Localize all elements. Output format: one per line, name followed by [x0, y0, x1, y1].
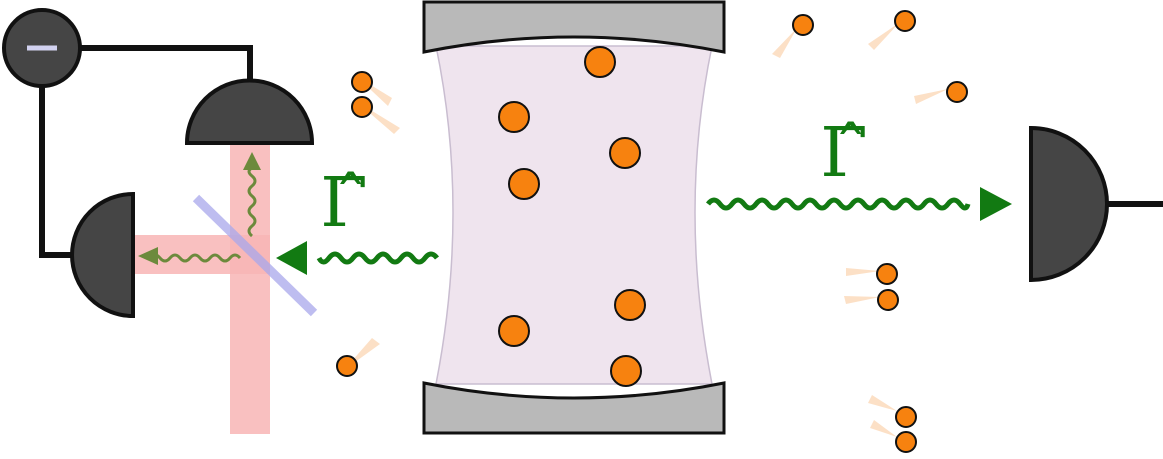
- atom: [351, 96, 373, 118]
- atom: [609, 137, 641, 169]
- atom: [946, 81, 968, 103]
- circuit-wires: [39, 45, 1163, 258]
- flying-atoms: [336, 10, 968, 453]
- atom: [894, 10, 916, 32]
- homodyne-photons: [138, 152, 261, 265]
- right-photon-wave: [706, 197, 971, 211]
- atom: [610, 355, 642, 387]
- atom-trail: [868, 395, 897, 411]
- atom: [877, 289, 899, 311]
- upward-photon: [247, 166, 257, 238]
- top-mirror: [422, 0, 726, 54]
- atom-trail: [846, 268, 880, 276]
- atom-trail: [870, 420, 897, 437]
- laser-beams: [133, 138, 270, 434]
- left-arrowhead-icon: [276, 241, 307, 275]
- atom: [792, 14, 814, 36]
- atom: [351, 71, 373, 93]
- atom: [895, 406, 917, 428]
- left-detector-icon: [70, 191, 135, 319]
- atom: [895, 431, 917, 453]
- atom: [336, 355, 358, 377]
- atom: [614, 289, 646, 321]
- atom-trail: [914, 89, 948, 104]
- atom-trail: [868, 23, 899, 50]
- gamma-label-left: Γ̂: [320, 164, 367, 243]
- gamma-label-right: Γ̂: [820, 114, 867, 193]
- atom: [584, 46, 616, 78]
- atom: [876, 263, 898, 285]
- right-arrowhead-icon: [980, 187, 1012, 221]
- atom: [498, 315, 530, 347]
- right-photon-arrow: [706, 187, 1012, 221]
- vertical-laser-beam: [230, 138, 270, 434]
- atom: [498, 101, 530, 133]
- beam-splitter: [192, 194, 318, 317]
- upward-photon-arrowhead: [243, 152, 261, 170]
- atom-trail: [772, 28, 797, 58]
- cavity-atoms: [498, 46, 646, 387]
- atom-trail: [844, 296, 880, 304]
- top-detector-icon: [184, 78, 315, 145]
- subtractor-node: [2, 8, 82, 88]
- bottom-mirror: [422, 381, 726, 435]
- leftward-photon: [152, 253, 242, 263]
- left-photon-wave: [316, 251, 439, 265]
- right-detector-icon: [1029, 125, 1109, 283]
- leftward-photon-arrowhead: [138, 247, 158, 265]
- atom: [508, 168, 540, 200]
- left-photon-arrow: [276, 241, 439, 275]
- optical-cavity: [422, 0, 726, 435]
- cavity-mode-volume: [435, 45, 713, 385]
